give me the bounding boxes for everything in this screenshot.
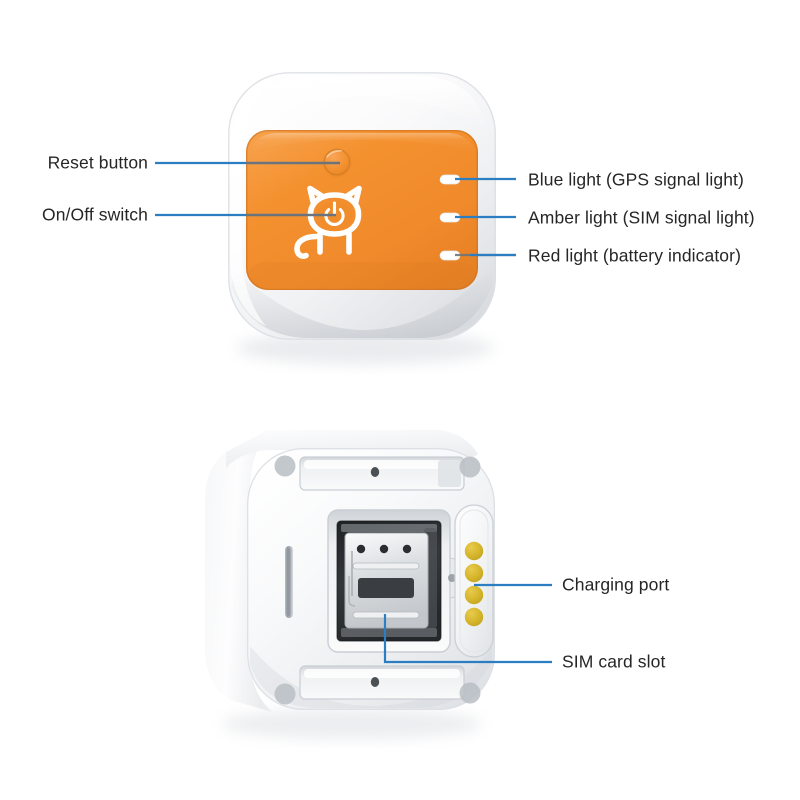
- front-orange-panel: [246, 130, 478, 290]
- callout-label-onoff-switch: On/Off switch: [41, 204, 148, 225]
- back-top-hole: [370, 467, 380, 477]
- leader-sim-card-slot: [383, 614, 552, 664]
- back-top-channel: [299, 456, 465, 491]
- charging-pads: [464, 541, 484, 627]
- sim-tray[interactable]: [344, 532, 429, 629]
- leader-lines: [155, 161, 552, 664]
- device-back: [205, 430, 495, 739]
- callout-label-amber-light: Amber light (SIM signal light): [528, 207, 755, 228]
- led-indicators: [439, 174, 461, 261]
- charging-port[interactable]: [454, 504, 494, 658]
- back-left-side: [205, 430, 272, 712]
- callout-label-reset-button: Reset button: [47, 152, 148, 173]
- callout-label-charging-port: Charging port: [562, 574, 670, 595]
- callout-label-sim-card-slot: SIM card slot: [562, 651, 666, 672]
- sim-card-slot[interactable]: [327, 509, 451, 653]
- cat-power-logo-icon: [294, 185, 362, 259]
- device-front: [228, 72, 496, 364]
- speaker-slot-icon: [285, 546, 293, 618]
- callout-label-red-light: Red light (battery indicator): [528, 245, 741, 266]
- back-bottom-channel: [299, 665, 465, 700]
- callout-label-blue-light: Blue light (GPS signal light): [528, 169, 744, 190]
- screw-dots: [274, 455, 481, 705]
- back-bottom-hole: [370, 677, 380, 687]
